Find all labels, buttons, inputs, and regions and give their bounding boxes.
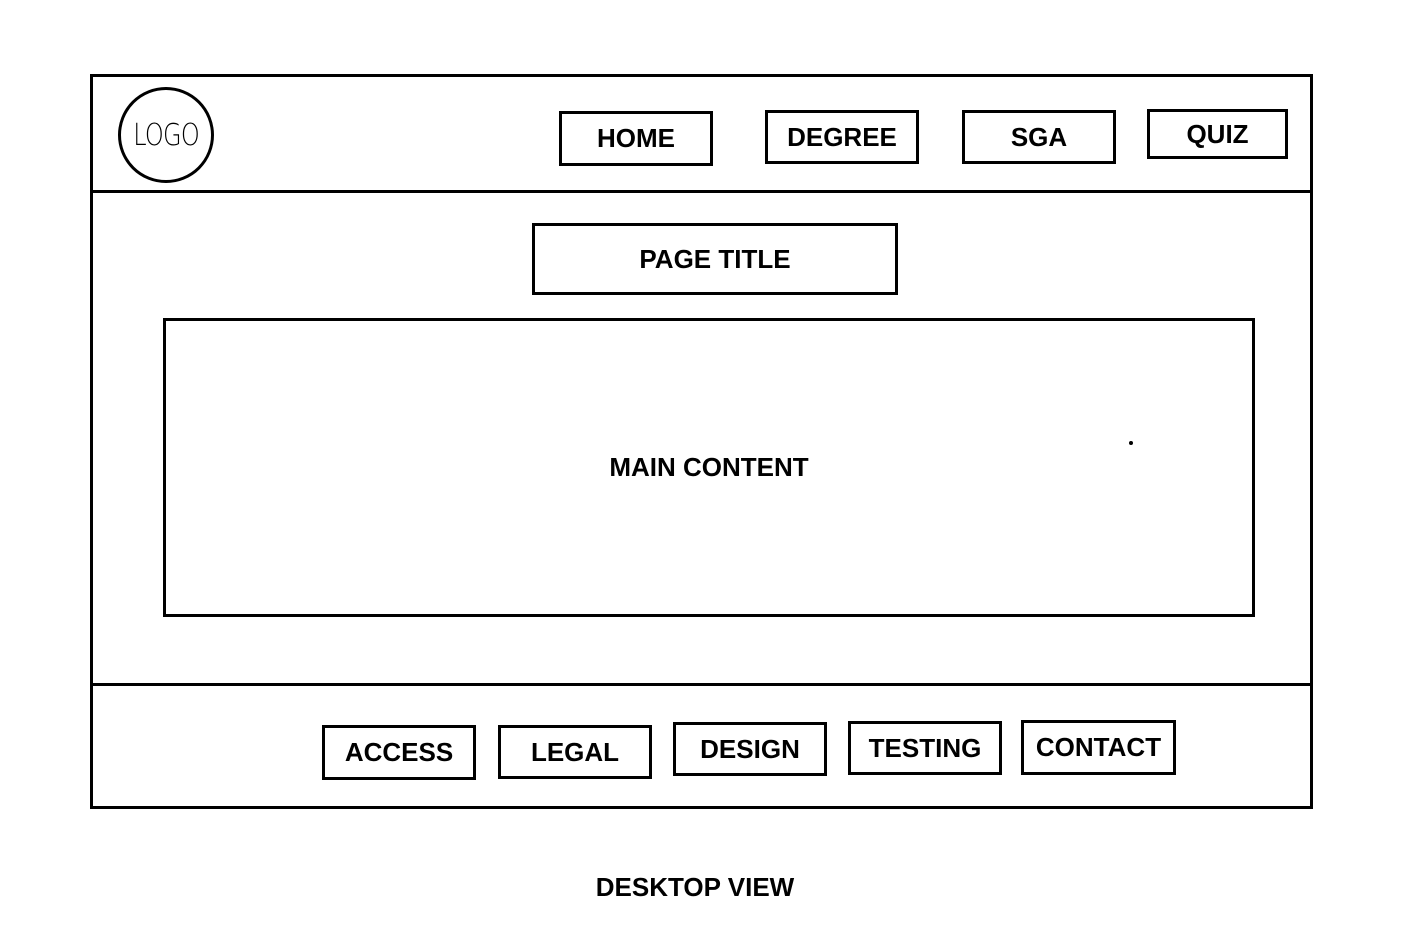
nav-sga-button[interactable]: SGA — [962, 110, 1116, 164]
footer-contact-link[interactable]: CONTACT — [1021, 720, 1176, 775]
stray-mark — [1129, 441, 1133, 445]
nav-quiz-button[interactable]: QUIZ — [1147, 109, 1288, 159]
footer-testing-link[interactable]: TESTING — [848, 721, 1002, 775]
nav-home-button[interactable]: HOME — [559, 111, 713, 166]
view-caption: DESKTOP VIEW — [595, 872, 795, 902]
footer-legal-link[interactable]: LEGAL — [498, 725, 652, 779]
header-divider — [93, 190, 1311, 193]
footer-design-link[interactable]: DESIGN — [673, 722, 827, 776]
main-content-area: MAIN CONTENT — [163, 318, 1255, 617]
page-title: PAGE TITLE — [532, 223, 898, 295]
wireframe-frame — [90, 74, 1313, 809]
logo[interactable]: LOGO — [118, 87, 214, 183]
footer-divider — [92, 683, 1313, 686]
logo-text: LOGO — [133, 117, 200, 153]
footer-access-link[interactable]: ACCESS — [322, 725, 476, 780]
nav-degree-button[interactable]: DEGREE — [765, 110, 919, 164]
